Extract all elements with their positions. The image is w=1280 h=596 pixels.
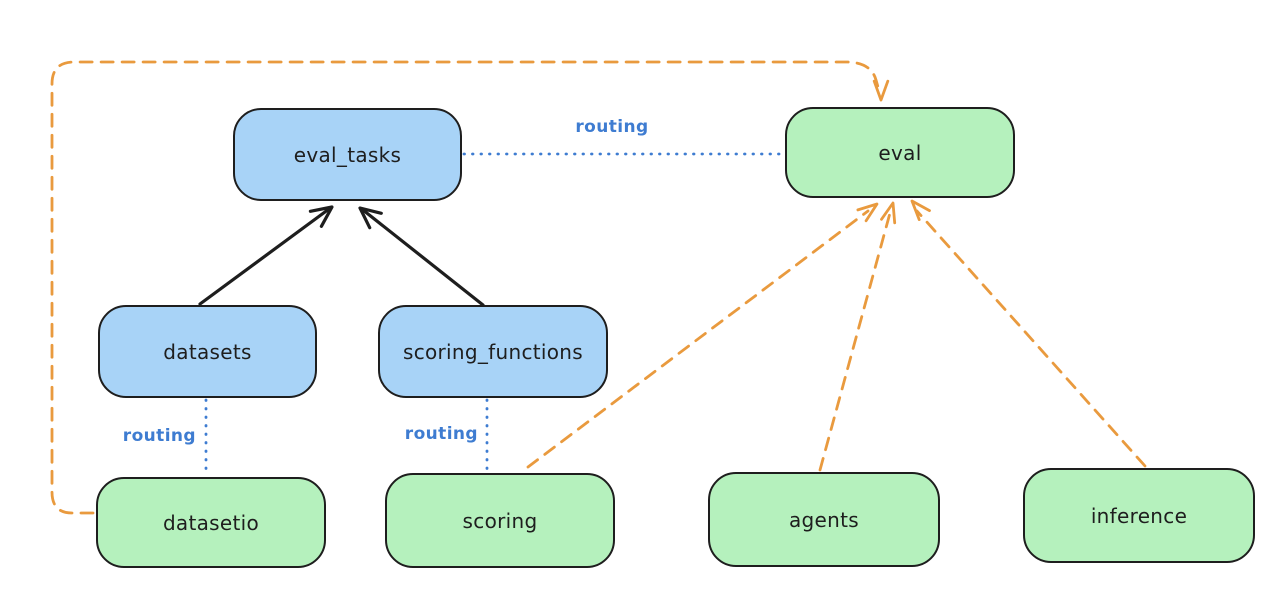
routing-label-datasets-datasetio: routing — [122, 426, 196, 446]
node-scoring-label: scoring — [462, 508, 538, 533]
node-eval-label: eval — [878, 140, 922, 165]
routing-label-scoring-functions-scoring: routing — [404, 424, 478, 444]
node-scoring-functions: scoring_functions — [378, 305, 608, 398]
edge-scoring-to-eval — [526, 202, 879, 469]
edge-datasetio-to-eval — [50, 60, 890, 515]
edge-inference-to-eval — [910, 199, 1147, 468]
node-datasets-label: datasets — [163, 339, 252, 364]
edge-agents-to-eval — [818, 201, 897, 472]
edge-scoring-functions-to-eval-tasks — [358, 206, 485, 307]
node-agents: agents — [708, 472, 940, 567]
node-datasetio-label: datasetio — [162, 510, 260, 535]
routing-label-eval-tasks-eval: routing — [575, 117, 649, 137]
edge-datasets-to-eval-tasks — [198, 205, 334, 306]
node-eval-tasks-label: eval_tasks — [293, 142, 402, 167]
node-agents-label: agents — [789, 507, 859, 532]
node-eval: eval — [785, 107, 1015, 198]
node-scoring-functions-label: scoring_functions — [402, 339, 584, 364]
node-eval-tasks: eval_tasks — [233, 108, 462, 201]
node-datasets: datasets — [98, 305, 317, 398]
node-scoring: scoring — [385, 473, 615, 568]
node-inference: inference — [1023, 468, 1255, 563]
node-datasetio: datasetio — [96, 477, 326, 568]
node-inference-label: inference — [1090, 503, 1188, 528]
